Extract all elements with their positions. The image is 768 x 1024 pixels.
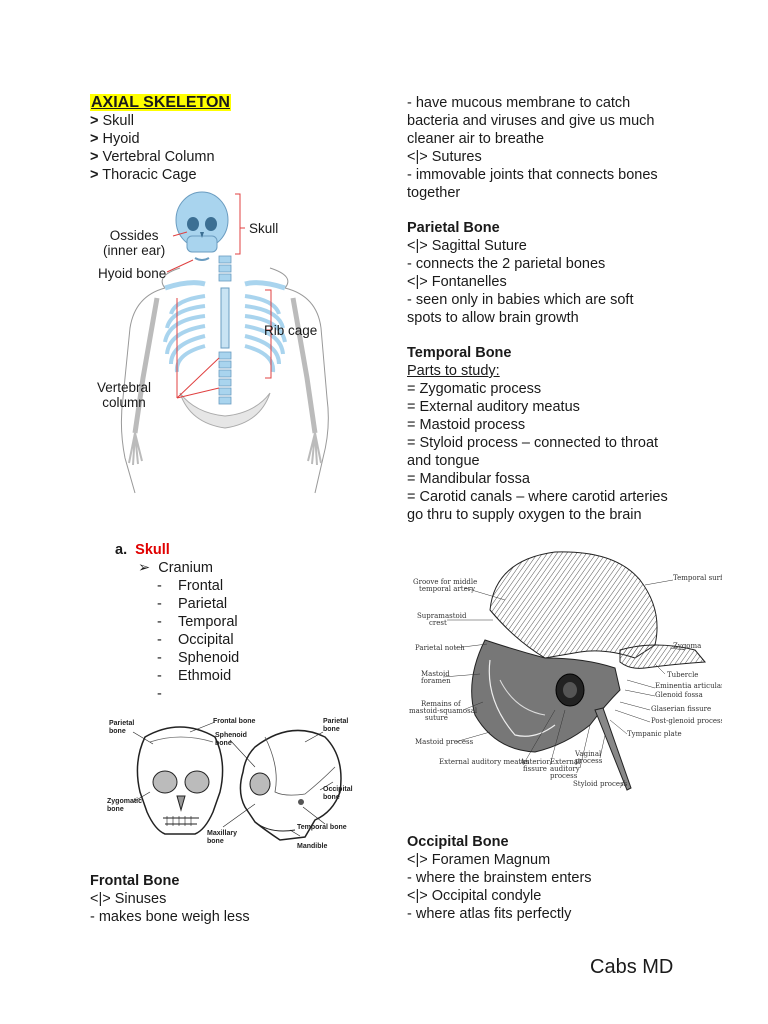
svg-text:External auditory meatus: External auditory meatus xyxy=(439,758,530,766)
svg-text:Supramastoid: Supramastoid xyxy=(417,612,467,620)
label-vertebral-column: Vertebral column xyxy=(97,380,152,410)
svg-text:Occipital: Occipital xyxy=(323,786,353,793)
svg-text:process: process xyxy=(575,757,603,765)
svg-text:Mastoid: Mastoid xyxy=(421,670,450,678)
list-item: - Temporal xyxy=(157,614,238,630)
temporal-bone-heading: Temporal Bone xyxy=(407,345,512,361)
temporal-bone-figure: Groove for middle temporal artery Supram… xyxy=(405,540,735,802)
axial-skeleton-figure: Skull Ossides (inner ear) Hyoid bone Rib… xyxy=(95,188,355,508)
svg-text:Parietal: Parietal xyxy=(323,718,348,725)
svg-text:External: External xyxy=(550,758,581,766)
skull-diagram xyxy=(132,721,342,841)
svg-text:bone: bone xyxy=(107,806,124,813)
bullet-item: > Hyoid xyxy=(90,131,140,147)
bullet-item: > Thoracic Cage xyxy=(90,167,197,183)
skeleton-illustration xyxy=(120,191,329,494)
svg-text:crest: crest xyxy=(429,619,447,627)
svg-text:Sphenoid: Sphenoid xyxy=(215,732,247,739)
svg-text:bone: bone xyxy=(323,794,340,801)
svg-text:bone: bone xyxy=(109,728,126,735)
svg-text:Eminentia articularis: Eminentia articularis xyxy=(655,682,722,690)
svg-text:Zygoma: Zygoma xyxy=(673,642,701,650)
svg-text:Groove for middle: Groove for middle xyxy=(413,578,477,586)
svg-text:Remains of: Remains of xyxy=(421,700,462,708)
label-mandible: Mandible xyxy=(297,839,342,857)
svg-text:Styloid process: Styloid process xyxy=(573,780,628,788)
svg-text:Temporal bone: Temporal bone xyxy=(297,824,347,831)
parietal-bone-heading: Parietal Bone xyxy=(407,220,500,236)
label-frontal: Frontal bone xyxy=(213,714,273,732)
skull-heading-row: a. Skull xyxy=(115,542,170,558)
bullet-item: > Vertebral Column xyxy=(90,149,215,165)
svg-text:bone: bone xyxy=(215,740,232,747)
label-rib-cage: Rib cage xyxy=(264,323,318,338)
svg-text:Parietal notch: Parietal notch xyxy=(415,644,465,652)
svg-text:Anterior: Anterior xyxy=(519,758,550,766)
list-item: - Ethmoid xyxy=(157,668,232,684)
occipital-bone-heading: Occipital Bone xyxy=(407,834,509,850)
author-signature: Cabs MD xyxy=(590,956,674,978)
label-skull: Skull xyxy=(249,221,279,236)
left-column-header: AXIAL SKELETON > Skull > Hyoid > Vertebr… xyxy=(90,94,231,184)
label-hyoid: Hyoid bone xyxy=(98,266,167,281)
section-title: AXIAL SKELETON xyxy=(90,94,231,111)
svg-text:Zygomatic: Zygomatic xyxy=(107,798,142,805)
svg-text:Tubercle: Tubercle xyxy=(667,671,698,679)
svg-text:auditory: auditory xyxy=(550,765,580,773)
list-item: - Sphenoid xyxy=(157,650,240,666)
temporal-figure-labels: Groove for middle temporal artery Supram… xyxy=(405,540,735,807)
svg-text:Mandible: Mandible xyxy=(297,843,327,850)
frontal-bone-heading: Frontal Bone xyxy=(90,873,180,889)
label-temporal: Temporal bone xyxy=(297,820,360,838)
svg-text:mastoid-squamosal: mastoid-squamosal xyxy=(409,707,478,715)
svg-text:Parietal: Parietal xyxy=(109,720,134,727)
list-item: - Occipital xyxy=(157,632,234,648)
svg-text:Glenoid fossa: Glenoid fossa xyxy=(655,691,703,699)
intro-notes: - have mucous membrane to catch bacteria… xyxy=(407,95,658,201)
svg-text:fissure: fissure xyxy=(523,765,547,773)
parietal-bone-section: Parietal Bone <|> Sagittal Suture - conn… xyxy=(407,220,634,326)
svg-text:process: process xyxy=(550,772,578,780)
frontal-bone-section: Frontal Bone <|> Sinuses - makes bone we… xyxy=(90,873,250,925)
svg-text:Tympanic plate: Tympanic plate xyxy=(627,730,682,738)
svg-text:bone: bone xyxy=(323,726,340,733)
svg-text:foramen: foramen xyxy=(421,677,451,685)
parts-to-study: Parts to study: xyxy=(407,363,500,379)
svg-text:Vaginal: Vaginal xyxy=(574,750,602,758)
bullet-item: > Skull xyxy=(90,113,134,129)
svg-text:bone: bone xyxy=(207,838,224,845)
list-item: - Parietal xyxy=(157,596,228,612)
temporal-bone-section: Temporal Bone Parts to study: = Zygomati… xyxy=(407,345,668,523)
list-item: - xyxy=(157,686,162,702)
svg-text:temporal artery: temporal artery xyxy=(419,585,475,593)
list-item: - Frontal xyxy=(157,578,224,594)
skull-heading: Skull xyxy=(135,542,170,558)
occipital-bone-section: Occipital Bone <|> Foramen Magnum - wher… xyxy=(407,834,592,922)
svg-text:Maxillary: Maxillary xyxy=(207,830,237,837)
cranium-row: ➢ Cranium xyxy=(138,560,214,576)
svg-text:Mastoid process: Mastoid process xyxy=(415,738,474,746)
svg-text:Temporal surface: Temporal surface xyxy=(673,574,722,582)
svg-text:suture: suture xyxy=(425,714,448,722)
temporal-bone-illustration xyxy=(442,551,707,791)
cranium-bone-list: - Frontal - Parietal - Temporal - Occipi… xyxy=(157,577,239,703)
svg-text:Frontal bone: Frontal bone xyxy=(213,718,255,725)
label-ossicles: Ossides (inner ear) xyxy=(103,228,166,258)
svg-text:Post-glenoid process: Post-glenoid process xyxy=(651,717,722,725)
svg-text:Glaserian fissure: Glaserian fissure xyxy=(651,705,711,713)
